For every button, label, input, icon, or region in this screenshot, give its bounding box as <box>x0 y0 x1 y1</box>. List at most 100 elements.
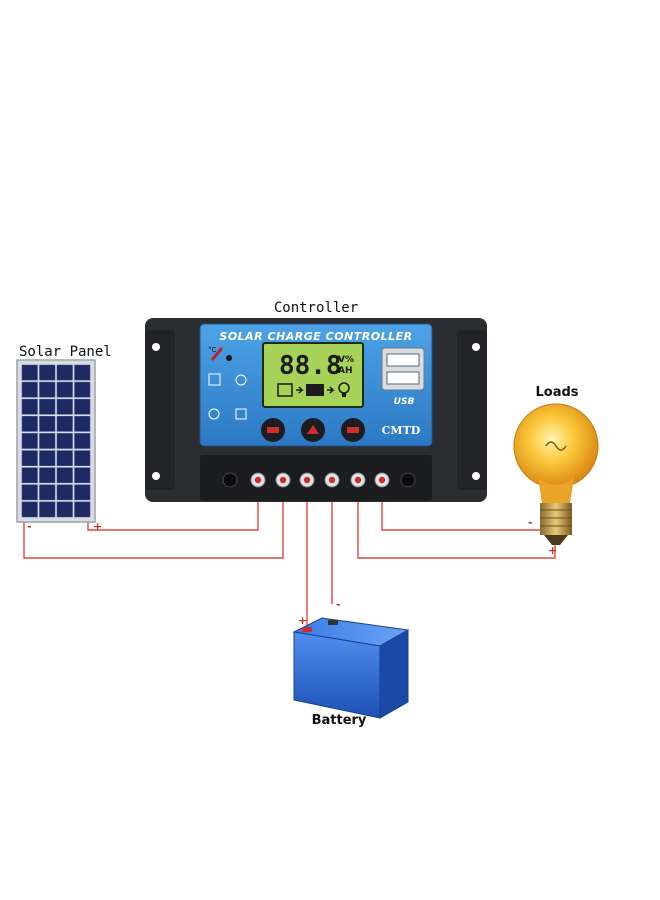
mode-icons <box>208 373 247 420</box>
solar-cell <box>56 433 73 449</box>
battery <box>292 617 410 719</box>
solar-negative-sign: - <box>27 520 32 533</box>
battery-label: Battery <box>312 713 367 728</box>
load-positive-sign: + <box>548 544 557 557</box>
solar-cell <box>39 381 56 398</box>
solar-cell <box>74 364 91 381</box>
bulb-filament <box>545 441 567 451</box>
battery-level-icon <box>306 384 324 396</box>
lcd-screen <box>262 342 364 408</box>
arrow-icon <box>327 386 335 394</box>
battery-negative-sign: - <box>336 598 341 611</box>
panel-icon <box>277 383 293 397</box>
clock-icon <box>208 408 220 420</box>
solar-cell <box>74 501 91 518</box>
arrow-icon <box>296 386 304 394</box>
triangle-button-icon <box>307 425 319 434</box>
usb-port[interactable] <box>386 371 420 385</box>
terminal-screw-battery-positive <box>303 476 311 484</box>
solar-cell <box>39 484 56 501</box>
loads-label: Loads <box>535 385 578 400</box>
solar-cell <box>74 467 91 484</box>
solar-positive-sign: + <box>93 520 102 533</box>
solar-panel-cells <box>21 364 91 518</box>
solar-cell <box>39 501 56 518</box>
solar-cell <box>56 501 73 518</box>
solar-cell <box>74 398 91 415</box>
solar-cell <box>56 416 73 432</box>
wire-solar-negative <box>23 482 284 559</box>
lcd-flow-icons <box>277 382 350 397</box>
bulb-base <box>540 503 572 535</box>
temperature-icon: °C <box>208 346 232 361</box>
solar-cell <box>39 450 56 466</box>
terminal-screw-solar-negative <box>279 476 287 484</box>
solar-cell <box>56 364 73 381</box>
brand-label: CMTD <box>382 424 421 437</box>
mode-square-icon <box>208 373 221 386</box>
solar-cell <box>74 484 91 501</box>
solar-cell <box>74 450 91 466</box>
lcd-reading: 88.8 <box>279 351 342 381</box>
mount-hole <box>472 472 480 480</box>
solar-cell <box>74 433 91 449</box>
battery-negative-terminal <box>328 620 338 625</box>
control-buttons <box>261 418 365 442</box>
solar-cell <box>56 381 73 398</box>
wire-load-positive <box>357 482 556 559</box>
terminal-screw <box>222 472 238 488</box>
controller-label: Controller <box>274 300 358 316</box>
solar-cell <box>74 381 91 398</box>
solar-cell <box>21 484 38 501</box>
solar-cell <box>39 398 56 415</box>
load-negative-sign: - <box>528 516 533 529</box>
charge-controller: SOLAR CHARGE CONTROLLER °C 88.8 V% AH <box>145 318 487 502</box>
mount-hole <box>152 343 160 351</box>
solar-cell <box>21 364 38 381</box>
wire-solar-positive <box>87 482 259 531</box>
svg-text:°C: °C <box>208 346 217 354</box>
solar-cell <box>21 433 38 449</box>
solar-cell <box>39 433 56 449</box>
battery-positive-sign: + <box>298 614 307 627</box>
solar-cell <box>39 416 56 432</box>
terminal-screw-battery-negative <box>328 476 336 484</box>
terminal-screw-load-negative <box>378 476 386 484</box>
terminal-screw-solar-positive <box>254 476 262 484</box>
solar-cell <box>39 364 56 381</box>
solar-cell <box>21 416 38 432</box>
solar-cell <box>56 398 73 415</box>
solar-cell <box>21 450 38 466</box>
terminals <box>250 472 390 488</box>
solar-cell <box>39 467 56 484</box>
solar-cell <box>21 467 38 484</box>
solar-panel <box>16 359 96 523</box>
terminal-screw-load-positive <box>354 476 362 484</box>
solar-cell <box>21 381 38 398</box>
battery-button-icon <box>267 427 279 433</box>
battery-positive-terminal <box>302 627 312 632</box>
solar-cell <box>74 416 91 432</box>
settings-icon <box>235 374 247 386</box>
solar-panel-label: Solar Panel <box>19 344 112 360</box>
lcd-unit-bottom: AH <box>338 366 353 376</box>
controller-title: SOLAR CHARGE CONTROLLER <box>219 330 412 343</box>
solar-cell <box>21 501 38 518</box>
usb-label: USB <box>394 397 415 407</box>
lcd-unit-top: V% <box>338 355 354 365</box>
wires <box>23 482 556 625</box>
terminal-screw <box>400 472 416 488</box>
terminal-block <box>200 455 432 501</box>
usb-ports: USB <box>381 347 425 407</box>
mount-hole <box>472 343 480 351</box>
solar-cell <box>56 450 73 466</box>
lock-icon <box>235 408 247 420</box>
usb-port[interactable] <box>386 353 420 367</box>
solar-cell <box>56 467 73 484</box>
light-bulb <box>513 403 599 545</box>
mode-button-icon <box>347 427 359 433</box>
solar-cell <box>21 398 38 415</box>
mount-hole <box>152 472 160 480</box>
solar-cell <box>56 484 73 501</box>
